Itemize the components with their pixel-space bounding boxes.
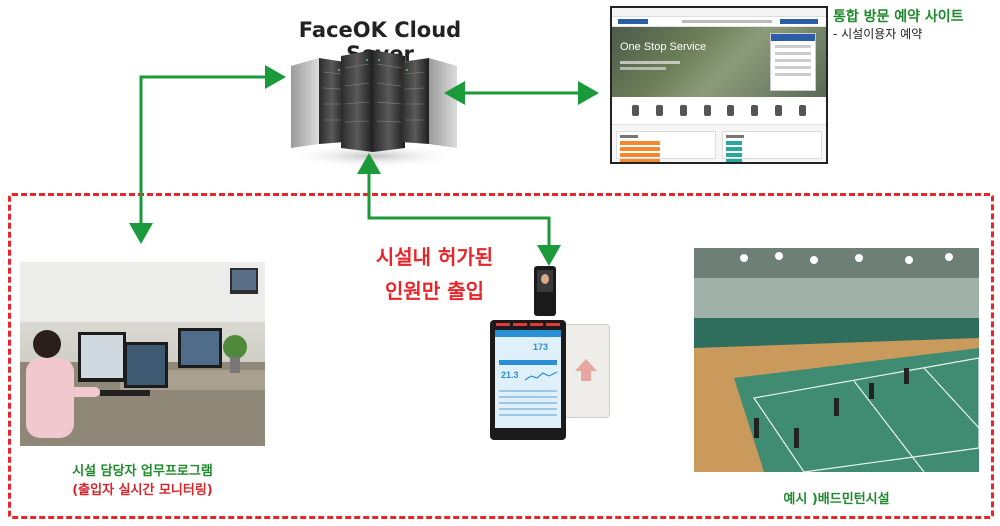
server-rack-illustration	[285, 50, 461, 168]
gym-caption: 예시 )배드민턴시설	[783, 492, 890, 507]
terminal-reading-main: 21.3	[501, 370, 519, 380]
monitoring-office-photo	[20, 262, 265, 446]
access-message-line2: 인원만 출입	[385, 279, 484, 303]
arrow-server-to-terminal	[357, 153, 561, 266]
monitoring-caption: 시설 담당자 업무프로그램 (출입자 실시간 모니터링)	[20, 462, 265, 500]
website-screenshot: One Stop Service	[610, 6, 828, 164]
access-message-line1: 시설내 허가된	[375, 245, 494, 269]
website-subtitle: - 시설이용자 예약	[833, 27, 923, 41]
terminal-screen-frame: 173 21.3	[490, 320, 566, 440]
monitoring-caption-line1: 시설 담당자 업무프로그램	[72, 464, 213, 479]
access-message: 시설내 허가된 인원만 출입	[352, 240, 517, 308]
monitoring-caption-line2: (출입자 실시간 모니터링)	[72, 483, 213, 498]
badminton-court-photo	[694, 248, 979, 472]
terminal-screen: 173 21.3	[495, 330, 561, 428]
face-recognition-terminal: 173 21.3	[490, 266, 620, 442]
camera-unit	[534, 266, 556, 316]
terminal-reading-top: 173	[533, 342, 549, 352]
website-title: 통합 방문 예약 사이트	[833, 9, 964, 25]
arrow-server-to-monitor	[129, 65, 286, 244]
website-banner-text: One Stop Service	[620, 41, 707, 53]
website-banner: One Stop Service	[612, 27, 826, 97]
card-reader-panel	[560, 324, 610, 418]
